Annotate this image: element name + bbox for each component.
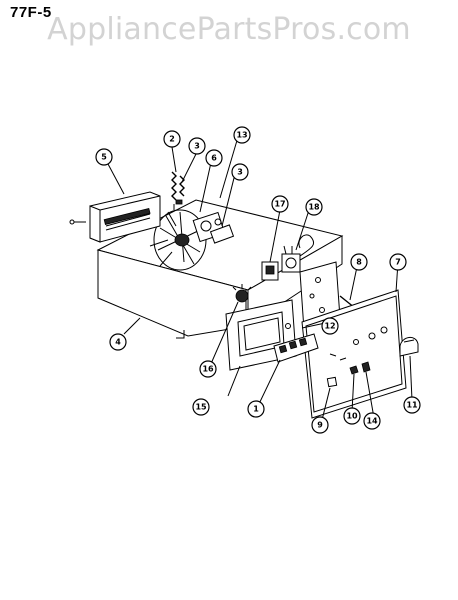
callout-3a: 3 [188,137,206,155]
switch-and-harness [261,234,315,281]
callout-3b-label: 3 [237,168,243,177]
callout-15-label: 15 [195,403,207,412]
callout-6: 6 [205,149,223,167]
callout-11: 11 [403,396,421,414]
callout-14: 14 [363,412,381,430]
callout-8-label: 8 [356,258,362,267]
button-bar [273,333,319,363]
callout-7-label: 7 [395,258,401,267]
callout-10-label: 10 [346,412,358,421]
callout-10: 10 [343,407,361,425]
callout-16-label: 16 [202,365,214,374]
callout-6-label: 6 [211,154,217,163]
fan-assembly [149,209,235,271]
callout-2-label: 2 [169,135,175,144]
callouts: 1 2 3 3 4 5 6 7 8 [95,126,421,434]
callout-17-label: 17 [274,200,285,209]
callout-7: 7 [389,253,407,271]
callout-12-label: 12 [324,322,335,331]
callout-9: 9 [311,416,329,434]
callout-5: 5 [95,148,113,166]
callout-18-label: 18 [308,203,320,212]
callout-8: 8 [350,253,368,271]
callout-13: 13 [233,126,251,144]
callout-3b: 3 [231,163,249,181]
knob-16 [232,284,252,303]
leader-lines [107,136,413,421]
callout-1: 1 [247,400,265,418]
spring-and-screw [171,171,185,210]
callout-17: 17 [271,195,289,213]
callout-1-label: 1 [253,405,259,414]
callout-4: 4 [109,333,127,351]
page-code-label: 77F-5 [10,4,52,21]
callout-5-label: 5 [101,153,107,162]
knob-cap-11 [399,337,419,357]
watermark-text: AppliancePartsPros.com [47,12,411,47]
callout-2: 2 [163,130,181,148]
callout-11-label: 11 [406,401,418,410]
callout-15: 15 [192,398,210,416]
vent-duct [69,191,161,243]
callout-13-label: 13 [236,131,247,140]
callout-3a-label: 3 [194,142,200,151]
callout-9-label: 9 [317,421,323,430]
callout-14-label: 14 [366,417,378,426]
small-parts [326,361,371,388]
callout-4-label: 4 [115,338,121,347]
callout-12: 12 [321,317,339,335]
callout-18: 18 [305,198,323,216]
callout-16: 16 [199,360,217,378]
